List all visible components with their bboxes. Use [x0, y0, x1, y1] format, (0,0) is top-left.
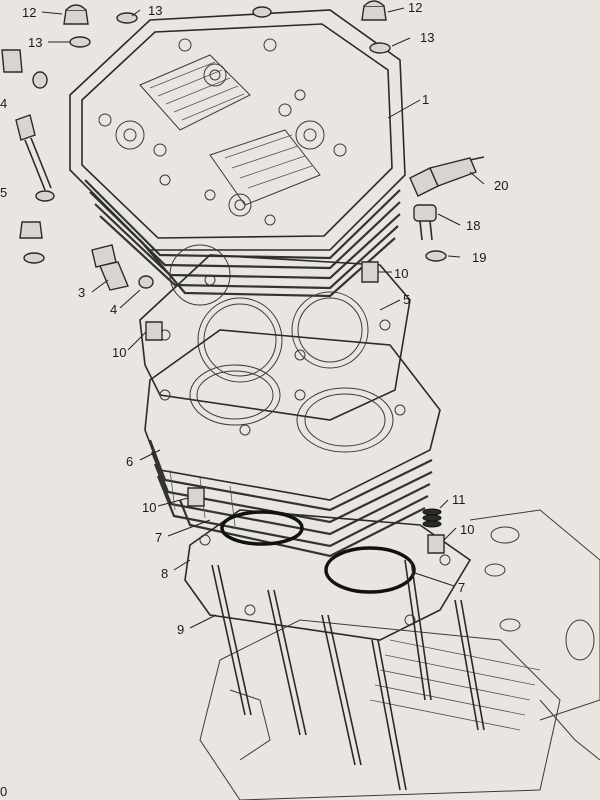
callout-6: 6 [126, 454, 133, 469]
callout-12-right: 12 [408, 0, 422, 15]
callout-9: 9 [177, 622, 184, 637]
spark-plug [409, 156, 485, 197]
callout-10-upper-right: 10 [394, 266, 408, 281]
callout-4-left: 4 [0, 96, 7, 111]
dowel-lower-right [427, 534, 445, 554]
callout-18: 18 [466, 218, 480, 233]
callout-13-left: 13 [28, 35, 42, 50]
acorn-nut-right [361, 0, 387, 21]
leader-lines [41, 7, 485, 629]
dowel-upper-right [361, 261, 379, 283]
callout-5-right: 5 [403, 292, 410, 307]
callout-13-top: 13 [148, 3, 162, 18]
cylinder-studs [211, 559, 485, 791]
callout-3: 3 [78, 285, 85, 300]
acorn-nut-lower-left [19, 221, 43, 239]
long-bolt [15, 114, 52, 191]
callout-4-mid: 4 [110, 302, 117, 317]
head-gasket [139, 244, 411, 421]
dowel-left [145, 321, 163, 341]
callout-10-lower-left: 10 [142, 500, 156, 515]
callout-8: 8 [161, 566, 168, 581]
washer-19 [425, 250, 447, 262]
acorn-nut-left [63, 4, 89, 25]
callout-10-left: 10 [112, 345, 126, 360]
base-gasket [184, 509, 472, 641]
washer-left [69, 36, 91, 48]
callout-7-right: 7 [458, 580, 465, 595]
o-ring-left [220, 510, 304, 546]
callout-19: 19 [472, 250, 486, 265]
callout-11: 11 [452, 492, 466, 507]
o-ring-right [324, 546, 416, 594]
left-plug [1, 49, 23, 73]
cap-screw [413, 204, 437, 241]
callout-20: 20 [494, 178, 508, 193]
washer-mid [252, 6, 272, 18]
cylinder-block [144, 329, 441, 558]
small-o-ring [138, 275, 154, 289]
left-o-ring [32, 71, 48, 89]
callout-5-left: 5 [0, 185, 7, 200]
callout-13-right: 13 [420, 30, 434, 45]
callout-7-left: 7 [155, 530, 162, 545]
washer-left-lower [35, 190, 55, 202]
dowel-lower-left [187, 487, 205, 507]
washer-left-bottom [23, 252, 45, 264]
callout-1: 1 [422, 92, 429, 107]
tappet-guide [91, 244, 129, 291]
callout-10-lower-right: 10 [460, 522, 474, 537]
valve-spring [422, 508, 442, 528]
cylinder-head [69, 9, 406, 298]
washer-right [369, 42, 391, 54]
callout-12-left: 12 [22, 5, 36, 20]
page-corner-number: 0 [0, 784, 7, 799]
